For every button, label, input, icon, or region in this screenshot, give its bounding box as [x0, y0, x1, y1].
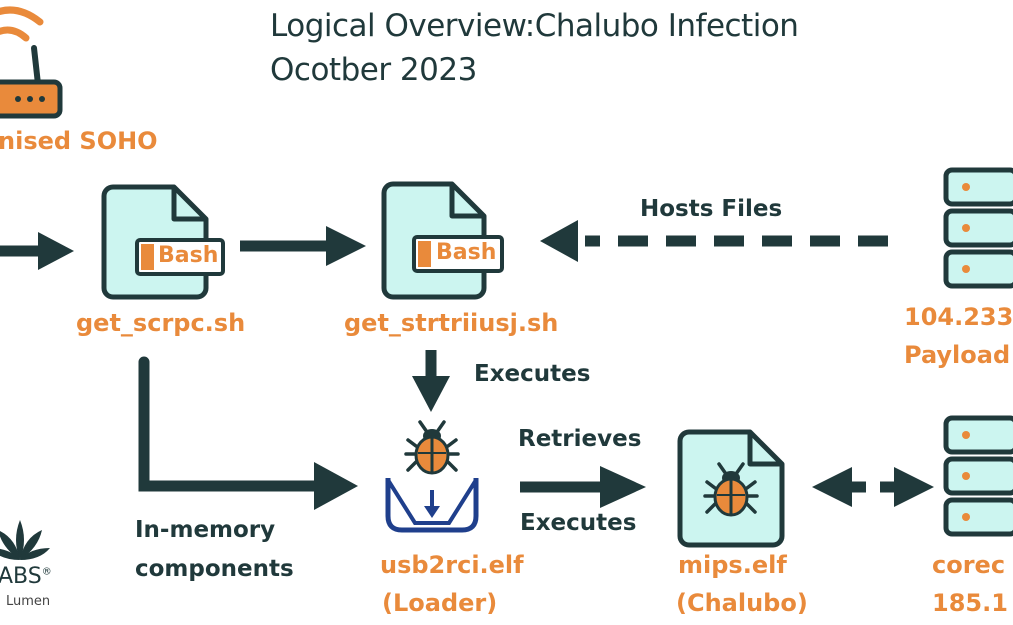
edge-label-executes-right: Executes: [520, 510, 637, 536]
bash-file-icon-1: [101, 184, 225, 300]
server2-ip-label: 185.1: [932, 589, 1008, 617]
edge-label-hosts-files: Hosts Files: [640, 196, 783, 222]
server-icon-1: [943, 167, 1013, 289]
edge-label-components: components: [135, 556, 294, 582]
mips-name-label: mips.elf: [678, 551, 787, 579]
bash-badge-2: Bash: [436, 240, 497, 265]
file-label-get-strtriiusj: get_strtriiusj.sh: [344, 309, 559, 337]
arrow-retrieves-executes: [520, 466, 646, 508]
server-icon-2: [943, 415, 1013, 537]
arrow-into-get-scrpc: [0, 232, 74, 270]
bidirectional-arrow-c2: [812, 467, 934, 507]
edge-label-retrieves: Retrieves: [518, 426, 642, 452]
mips-file-icon: [677, 429, 785, 548]
logo-subtext: Lumen: [6, 594, 51, 609]
loader-name-label: usb2rci.elf: [380, 551, 524, 579]
loader-role-label: (Loader): [382, 589, 498, 617]
mips-role-label: (Chalubo): [676, 589, 808, 617]
edge-label-executes-down: Executes: [474, 361, 591, 387]
diagram-subtitle: Ocotber 2023: [270, 52, 477, 88]
loader-icon: [385, 420, 479, 533]
server1-role-label: Payload: [904, 341, 1011, 369]
arrow-scrpc-to-strtriiusj: [240, 226, 366, 266]
server1-ip-label: 104.233: [904, 303, 1013, 331]
bash-badge-1: Bash: [158, 243, 219, 268]
router-label: nised SOHO: [0, 127, 158, 155]
lumen-logo-icon: [0, 520, 50, 560]
bash-file-icon-2: [381, 181, 504, 300]
server2-name-label: corec: [932, 551, 1006, 579]
file-label-get-scrpc: get_scrpc.sh: [76, 309, 246, 337]
router-icon: [0, 6, 63, 119]
edge-label-in-memory: In-memory: [135, 517, 276, 543]
logo-brand-text: ABS®: [0, 564, 52, 589]
arrow-executes-down: [412, 350, 450, 412]
arrow-in-memory-components: [138, 356, 358, 510]
diagram-title: Logical Overview:Chalubo Infection: [270, 8, 799, 44]
dashed-arrow-hosts-files: [540, 220, 888, 262]
